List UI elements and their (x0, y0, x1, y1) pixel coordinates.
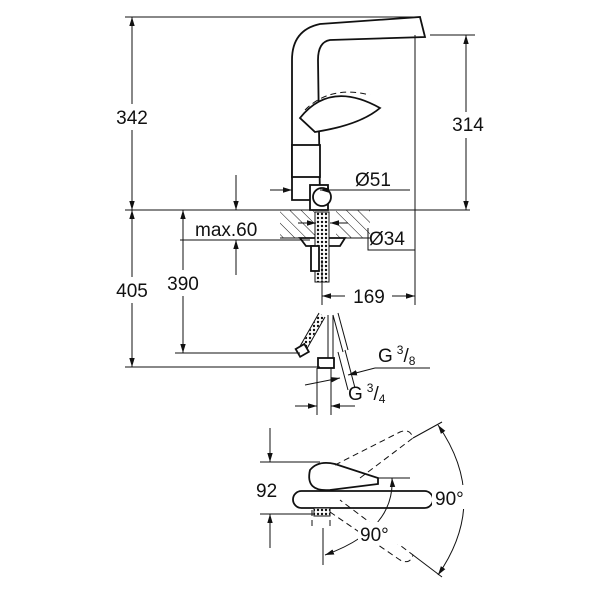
dim-390: 390 (167, 274, 199, 295)
dim-max-60: max.60 (195, 220, 257, 241)
hose-ends (294, 312, 356, 415)
dim-342: 342 (116, 108, 148, 129)
dim-92: 92 (256, 481, 277, 502)
dim-169: 169 (353, 287, 385, 308)
dim-314: 314 (452, 115, 484, 136)
counter-hatch-left (280, 210, 316, 238)
dim-diameter-34: Ø34 (369, 229, 405, 250)
angle-lever-90: 90° (360, 525, 389, 546)
counter-hatch-right (336, 210, 370, 238)
dim-405: 405 (116, 281, 148, 302)
angle-swivel-90: 90° (435, 489, 464, 510)
dim-diameter-51: Ø51 (355, 170, 391, 191)
